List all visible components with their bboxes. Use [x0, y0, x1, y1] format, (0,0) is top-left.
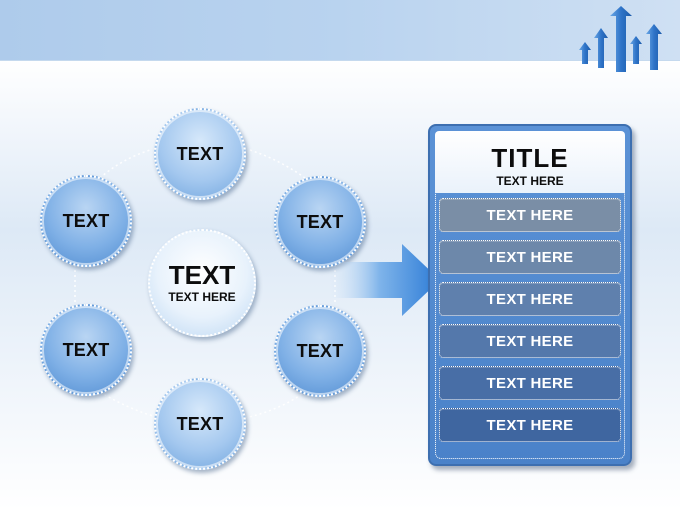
right-arrow-icon — [330, 244, 440, 316]
panel-row: TEXT HERE — [439, 366, 621, 400]
panel-header: TITLE TEXT HERE — [435, 131, 625, 193]
node-label: TEXT — [296, 340, 344, 361]
center-title: TEXT — [168, 260, 236, 290]
panel-row: TEXT HERE — [439, 408, 621, 442]
panel-rows: TEXT HERE TEXT HERE TEXT HERE TEXT HERE TEXT… — [439, 198, 621, 450]
panel-row: TEXT HERE — [439, 282, 621, 316]
node-label: TEXT — [176, 143, 224, 164]
panel-subtitle: TEXT HERE — [496, 174, 564, 188]
node-label: TEXT — [176, 413, 224, 434]
node-upper-right: TEXT — [274, 176, 366, 268]
center-node: TEXT TEXT HERE — [148, 229, 256, 337]
panel-row: TEXT HERE — [439, 198, 621, 232]
node-top: TEXT — [154, 108, 246, 200]
panel-title: TITLE — [491, 143, 569, 173]
header-band — [0, 0, 680, 60]
center-subtitle: TEXT HERE — [168, 290, 236, 304]
rising-arrows-icon — [579, 6, 662, 72]
node-label: TEXT — [62, 210, 110, 231]
panel-row: TEXT HERE — [439, 324, 621, 358]
node-lower-left: TEXT — [40, 304, 132, 396]
node-label: TEXT — [296, 211, 344, 232]
header-divider — [0, 60, 680, 61]
panel-row: TEXT HERE — [439, 240, 621, 274]
node-label: TEXT — [62, 339, 110, 360]
node-bottom: TEXT — [154, 378, 246, 470]
node-lower-right: TEXT — [274, 305, 366, 397]
node-upper-left: TEXT — [40, 175, 132, 267]
